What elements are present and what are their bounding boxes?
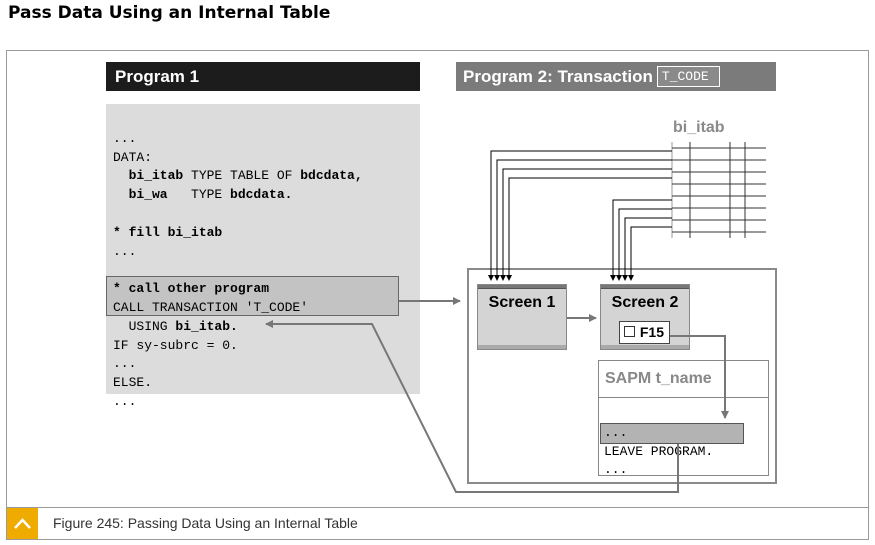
- code-line: bi_wa TYPE bdcdata.: [113, 187, 293, 203]
- code-line: ...: [604, 462, 628, 478]
- code-line: USING bi_itab.: [113, 318, 238, 334]
- code-line: DATA:: [113, 149, 153, 165]
- table-rows-to-screen2: [610, 199, 672, 281]
- chevron-up-icon: [7, 508, 38, 539]
- tcode-field: T_CODE: [656, 66, 720, 87]
- code-line: * call other program: [113, 281, 270, 297]
- code-line: ...: [113, 243, 137, 259]
- f15-button: F15: [619, 321, 670, 344]
- program1-code-panel: [106, 104, 420, 394]
- code-line: ...: [113, 393, 137, 409]
- program2-title: Program 2: Transaction: [463, 67, 653, 86]
- figure-caption: Figure 245: Passing Data Using an Intern…: [53, 515, 358, 531]
- code-line: * fill bi_itab: [113, 224, 223, 240]
- sapm-code: ... LEAVE PROGRAM....: [604, 405, 713, 499]
- page-title: Pass Data Using an Internal Table: [8, 3, 331, 23]
- call-transaction-highlight: [106, 276, 399, 316]
- code-line: ELSE.: [113, 375, 153, 391]
- bi-itab-table: [671, 142, 766, 238]
- screen-titlebar: [601, 285, 689, 289]
- f15-arrow: [670, 335, 729, 419]
- code-line: CALL TRANSACTION 'T_CODE': [113, 299, 309, 315]
- screen-titlebar: [478, 285, 566, 289]
- code-line: LEAVE PROGRAM.: [604, 443, 714, 459]
- return-arrow: [265, 320, 679, 493]
- caption-bar: [6, 507, 869, 540]
- screen-1-label: Screen 1: [488, 294, 556, 311]
- sapm-title: SAPM t_name: [599, 361, 768, 398]
- f15-label: F15: [639, 324, 664, 340]
- code-line: ...: [113, 356, 137, 372]
- bi-itab-label: bi_itab: [673, 119, 725, 136]
- program1-code: ...DATA: bi_itab TYPE TABLE OF bdcdata, …: [113, 111, 363, 431]
- figure-frame: [6, 50, 869, 540]
- program1-header: Program 1: [106, 62, 420, 91]
- screen-1: Screen 1: [477, 284, 567, 350]
- code-line: ...: [604, 424, 628, 440]
- code-line: ...: [113, 130, 137, 146]
- code-line: bi_itab TYPE TABLE OF bdcdata,: [113, 168, 363, 184]
- leave-program-highlight: [600, 423, 744, 444]
- sapm-module: SAPM t_name: [598, 360, 769, 476]
- code-line: IF sy-subrc = 0.: [113, 337, 238, 353]
- transaction-frame: [467, 268, 777, 484]
- exit-icon: [624, 326, 635, 337]
- screen-2-label: Screen 2: [611, 294, 679, 311]
- table-rows-to-screen1: [488, 150, 672, 281]
